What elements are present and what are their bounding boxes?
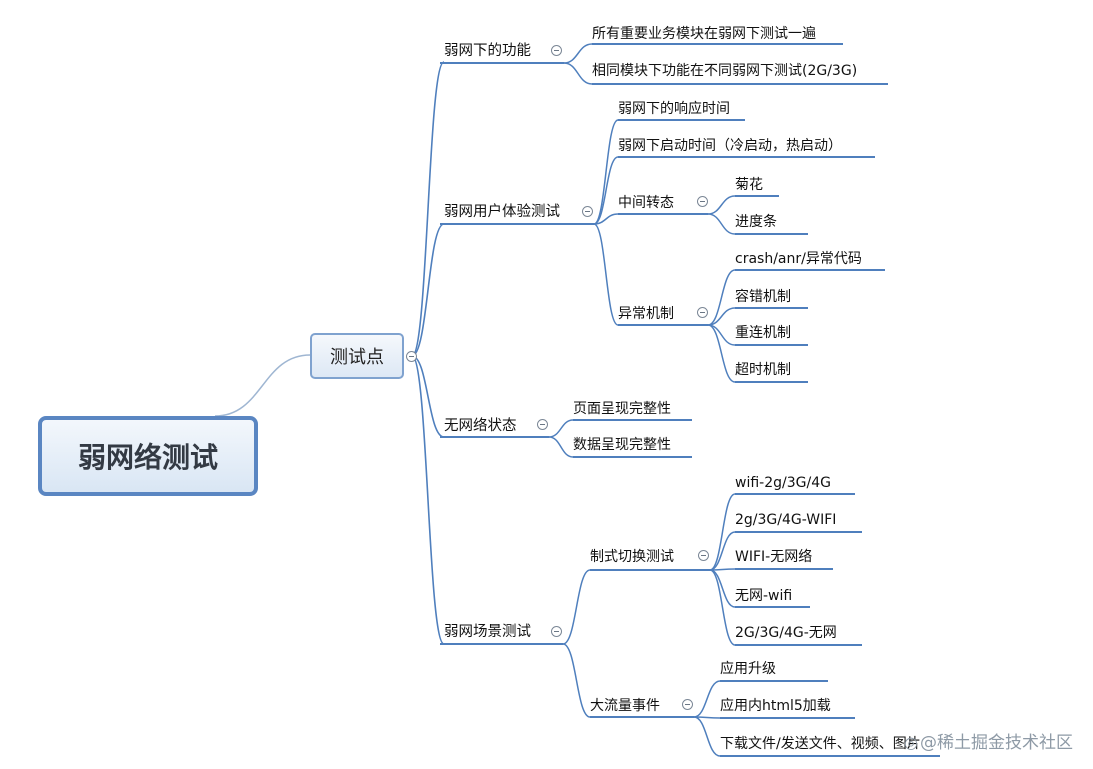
- connector-line: [411, 61, 445, 357]
- leaf-label[interactable]: 重连机制: [735, 325, 791, 341]
- leaf-label[interactable]: 下载文件/发送文件、视频、图片: [720, 736, 921, 752]
- sub-branch-label[interactable]: 大流量事件: [590, 698, 660, 714]
- connector-line: [707, 324, 736, 383]
- collapse-toggle[interactable]: [551, 45, 562, 56]
- collapse-toggle[interactable]: [697, 196, 708, 207]
- connector-line: [693, 716, 721, 757]
- root-node[interactable]: 弱网络测试: [38, 416, 258, 496]
- connector-line: [709, 569, 736, 646]
- connector-line: [214, 354, 311, 417]
- connector-line: [709, 569, 736, 608]
- connector-line: [707, 307, 736, 326]
- watermark-text: @稀土掘金技术社区: [920, 733, 1073, 753]
- leaf-label[interactable]: 相同模块下功能在不同弱网下测试(2G/3G): [592, 63, 858, 79]
- leaf-label[interactable]: 数据呈现完整性: [573, 437, 671, 453]
- connector-line: [709, 493, 736, 571]
- center-node[interactable]: 测试点: [310, 333, 404, 379]
- connector-line: [548, 419, 574, 438]
- leaf-label[interactable]: 弱网下启动时间（冷启动，热启动）: [618, 138, 842, 154]
- connector-line: [562, 643, 591, 718]
- leaf-label[interactable]: WIFI-无网络: [735, 549, 813, 565]
- watermark: ◎@稀土掘金技术社区: [904, 728, 1073, 753]
- sub-branch-label[interactable]: 异常机制: [618, 306, 674, 322]
- leaf-label[interactable]: 2g/3G/4G-WIFI: [735, 512, 837, 528]
- connector-line: [693, 680, 721, 718]
- connector-line: [411, 355, 445, 645]
- connector-line: [562, 569, 591, 645]
- root-label: 弱网络测试: [77, 441, 218, 474]
- branch-label[interactable]: 弱网用户体验测试: [444, 204, 560, 220]
- leaf-label[interactable]: 弱网下的响应时间: [618, 101, 730, 117]
- connector-line: [707, 269, 736, 326]
- leaf-label[interactable]: 超时机制: [735, 362, 791, 378]
- collapse-toggle[interactable]: [682, 699, 693, 710]
- leaf-label[interactable]: 2G/3G/4G-无网: [735, 625, 837, 641]
- connector-line: [563, 43, 593, 64]
- collapse-toggle[interactable]: [697, 307, 708, 318]
- leaf-label[interactable]: crash/anr/异常代码: [735, 251, 862, 267]
- branch-label[interactable]: 无网络状态: [444, 418, 517, 434]
- leaf-label[interactable]: 菊花: [735, 177, 763, 193]
- connector-line: [548, 436, 574, 458]
- connector-line: [411, 223, 445, 357]
- leaf-label[interactable]: wifi-2g/3G/4G: [735, 475, 831, 491]
- leaf-label[interactable]: 应用内html5加载: [720, 698, 831, 714]
- leaf-label[interactable]: 无网-wifi: [735, 588, 793, 604]
- sub-branch-label[interactable]: 中间转态: [618, 195, 674, 211]
- connector-line: [563, 62, 593, 85]
- leaf-label[interactable]: 进度条: [735, 214, 777, 230]
- connector-line: [709, 531, 736, 571]
- leaf-label[interactable]: 所有重要业务模块在弱网下测试一遍: [592, 26, 816, 42]
- sub-branch-label[interactable]: 制式切换测试: [590, 549, 674, 565]
- connector-line: [593, 223, 619, 326]
- connector-line: [593, 119, 619, 225]
- collapse-toggle[interactable]: [537, 419, 548, 430]
- connector-line: [593, 213, 619, 225]
- branch-label[interactable]: 弱网下的功能: [444, 43, 531, 59]
- connector-line: [593, 156, 619, 225]
- collapse-toggle-center[interactable]: [406, 351, 417, 362]
- connector-line: [707, 195, 736, 215]
- center-label: 测试点: [330, 347, 384, 368]
- collapse-toggle[interactable]: [582, 206, 593, 217]
- leaf-label[interactable]: 容错机制: [735, 289, 791, 305]
- collapse-toggle[interactable]: [551, 626, 562, 637]
- connector-line: [707, 213, 736, 235]
- leaf-label[interactable]: 页面呈现完整性: [573, 401, 671, 417]
- watermark-mark-icon: ◎: [904, 733, 918, 752]
- connector-line: [411, 355, 445, 438]
- branch-label[interactable]: 弱网场景测试: [444, 624, 531, 640]
- collapse-toggle[interactable]: [698, 550, 709, 561]
- leaf-label[interactable]: 应用升级: [720, 661, 776, 677]
